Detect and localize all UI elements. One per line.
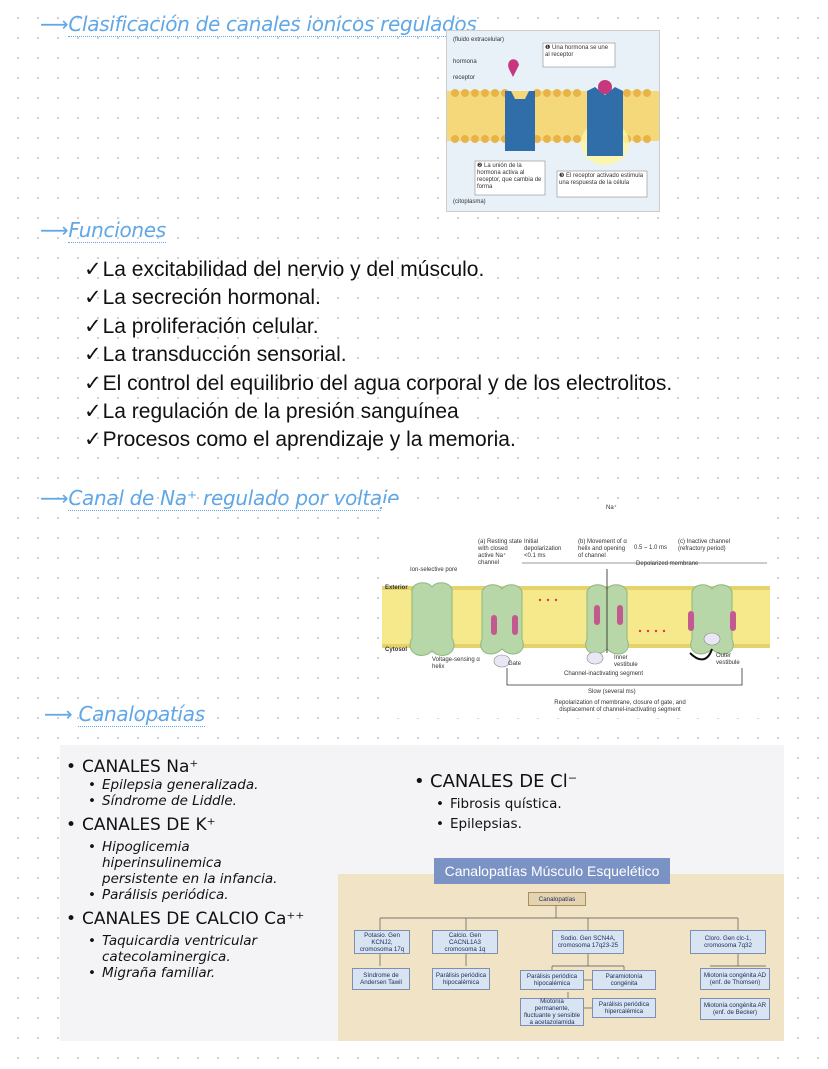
heading-canal-na: ⟶Canal de Na⁺ regulado por voltaje (40, 486, 400, 511)
na-group-title: •CANALES Na⁺ (66, 757, 199, 777)
exterior-label: Exterior (385, 585, 408, 591)
na-label: Na⁺ (606, 505, 617, 511)
calcio-box: Calcio. Gen CACNL1A3 cromosoma 1q (432, 930, 498, 954)
hormona-label: hormona (453, 59, 477, 65)
check-icon: ✓ (84, 286, 102, 310)
canalopatias-left: •CANALES Na⁺ •Epilepsia generalizada. •S… (66, 757, 336, 981)
funcion-item: ✓La transducción sensorial. (84, 343, 347, 367)
funcion-item: ✓La excitabilidad del nervio y del múscu… (84, 258, 485, 281)
cl-item: •Fibrosis quística. (436, 796, 562, 812)
na-channel-figure: Na⁺ (a) Resting state with closed active… (382, 503, 770, 718)
heading-funciones: ⟶Funciones (40, 218, 166, 243)
fluido-label: (fluido extracelular) (453, 37, 505, 43)
initial-depol-label: Initial depolarization <0.1 ms (524, 539, 562, 559)
ion-pore-label: Ion-selective pore (410, 567, 458, 573)
funcion-item: ✓La secreción hormonal. (84, 286, 321, 310)
ca-item: •Taquicardia ventricular catecolaminergi… (88, 933, 258, 965)
check-icon: ✓ (84, 371, 102, 395)
funcion-item: ✓El control del equilibrio del agua corp… (84, 371, 673, 395)
paralisis-ca-box: Parálisis periódica hipocalémica (432, 968, 490, 990)
funcion-item: ✓La regulación de la presión sanguínea (84, 400, 459, 424)
cloro-box: Cloro. Gen clc-1, cromosoma 7q32 (690, 930, 766, 954)
step1-label: ❶ Una hormona se une al receptor (545, 45, 609, 58)
funcion-item: ✓Procesos como el aprendizaje y la memor… (84, 428, 516, 452)
cytosol-label: Cytosol (385, 647, 408, 653)
thomsen-box: Miotonía congénita AD (enf. de Thomsen) (700, 968, 770, 990)
cl-group-title: •CANALES DE Cl⁻ (414, 771, 578, 792)
funcion-item: ✓La proliferación celular. (84, 314, 319, 338)
outer-vestibule-label: Outer vestibule (716, 653, 740, 666)
na-item: •Epilepsia generalizada. (88, 777, 259, 793)
becker-box: Miotonía congénita AR (enf. de Becker) (700, 998, 770, 1020)
heading-canalopatias: ⟶ Canalopatías (44, 702, 205, 727)
root-box: Canalopatías (528, 892, 586, 906)
arrow-icon: ⟶ (40, 12, 69, 36)
arrow-icon: ⟶ (44, 702, 73, 726)
paralisis-na-box: Parálisis periódica hipocalémica (520, 970, 584, 990)
ca-item: •Migraña familiar. (88, 965, 216, 981)
heading-clasificacion: ⟶Clasificación de canales ionicos regula… (40, 12, 477, 37)
citoplasma-label: (citoplasma) (453, 199, 486, 205)
state-a-label: (a) Resting state with closed active Na⁺… (478, 539, 523, 566)
k-group-title: •CANALES DE K⁺ (66, 815, 216, 835)
receptor-diagram (447, 31, 659, 211)
cl-item: •Epilepsias. (436, 816, 522, 832)
arrow-icon: ⟶ (40, 486, 69, 510)
chart-connectors (379, 906, 766, 1009)
arrow-icon: ⟶ (40, 218, 69, 242)
depolarized-label: Depolarized membrane (636, 561, 699, 567)
receptor-label: receptor (453, 75, 476, 81)
step3-label: ❸ El receptor activado estimula una resp… (559, 173, 644, 186)
inactivating-label: Channel-inactivating segment (564, 671, 644, 677)
ca-group-title: •CANALES DE CALCIO Ca⁺⁺ (66, 909, 305, 929)
canalopatias-right: •CANALES DE Cl⁻ •Fibrosis quística. •Epi… (414, 771, 674, 832)
paralisis-hiper-box: Parálisis periódica hipercalémica (592, 998, 656, 1018)
funciones-list: ✓La excitabilidad del nervio y del múscu… (84, 256, 672, 455)
check-icon: ✓ (84, 400, 102, 424)
k-item: •Hipoglicemia hiperinsulinemica persiste… (88, 839, 278, 887)
musculo-esqueletico-title: Canalopatías Músculo Esquelético (434, 858, 670, 884)
check-icon: ✓ (84, 258, 102, 281)
check-icon: ✓ (84, 343, 102, 367)
musculo-esqueletico-chart: Canalopatías Potasio. Gen KCNJ2, cromoso… (338, 874, 784, 1041)
voltage-label: Voltage-sensing α helix (432, 657, 480, 670)
andersen-box: Síndrome de Andersen Tawil (352, 968, 410, 990)
slow-label: Slow (several ms) (588, 689, 636, 695)
step2-label: ❷ La unión de la hormona activa al recep… (477, 163, 542, 190)
sodio-box: Sodio. Gen SCN4A, cromosoma 17q23-25 (552, 930, 624, 954)
check-icon: ✓ (84, 314, 102, 338)
hormone-receptor-figure: (fluido extracelular) hormona receptor ❶… (446, 30, 660, 212)
na-channel-diagram (382, 562, 770, 686)
paramiotonia-box: Paramiotonía congénita (592, 970, 656, 990)
state-c-label: (c) Inactive channel (refractory period) (678, 539, 731, 552)
state-b-label: (b) Movement of α helix and opening of c… (578, 539, 627, 559)
inner-vestibule-label: Inner vestibule (614, 655, 638, 668)
gate-label: Gate (508, 661, 522, 667)
check-icon: ✓ (84, 428, 102, 452)
potasio-box: Potasio. Gen KCNJ2, cromosoma 17q (354, 930, 410, 954)
na-item: •Síndrome de Liddle. (88, 793, 237, 809)
time2-label: 0.5 – 1.0 ms (634, 545, 668, 551)
k-item: •Parálisis periódica. (88, 887, 229, 903)
miotonia-box: Miotonía permanente, fluctuante y sensib… (520, 998, 584, 1026)
repol-label: Repolarization of membrane, closure of g… (554, 700, 686, 713)
